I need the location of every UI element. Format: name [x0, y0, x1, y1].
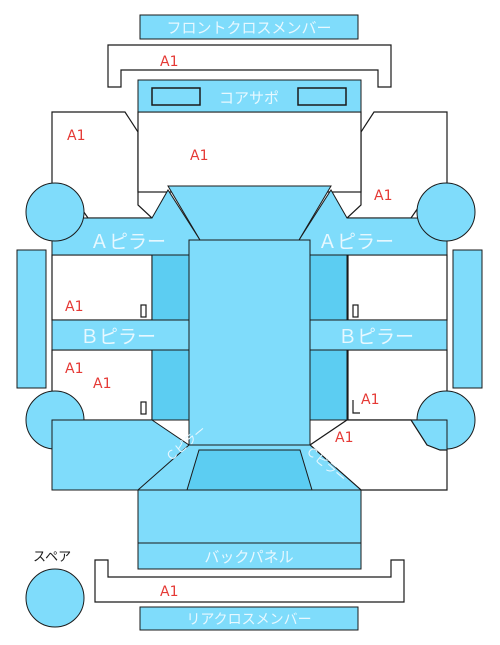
- right-side-rail[interactable]: [452, 249, 483, 389]
- back-panel-label: バックパネル: [204, 548, 293, 566]
- spare-label: スペア: [33, 550, 71, 565]
- spare-tire[interactable]: [25, 568, 85, 628]
- left-front-marker: [140, 304, 147, 318]
- left-front-wheel[interactable]: [25, 182, 85, 242]
- front-cross-member-label: フロントクロスメンバー: [166, 19, 331, 37]
- mark-left-side-lower-1: A1: [65, 361, 83, 377]
- rear-cross-member-bracket[interactable]: [94, 559, 405, 603]
- mark-hood-area: A1: [190, 148, 208, 164]
- core-support-panel[interactable]: [137, 79, 362, 113]
- core-support-right-headlight: [297, 87, 347, 106]
- mark-left-side-lower-2: A1: [93, 376, 111, 392]
- b-pillar-right-panel[interactable]: [309, 319, 448, 351]
- core-support-left-headlight: [151, 87, 201, 106]
- front-cross-member-bracket[interactable]: [107, 44, 392, 88]
- back-panel[interactable]: [137, 542, 362, 570]
- rear-cross-member-label: リアクロスメンバー: [186, 612, 311, 628]
- mark-rear-cross-member: A1: [160, 584, 178, 600]
- left-inner-sill-rear[interactable]: [151, 349, 190, 421]
- mark-right-rear: A1: [335, 430, 353, 446]
- rear-window-panel[interactable]: [186, 449, 313, 491]
- right-front-door-area[interactable]: [347, 254, 448, 321]
- mark-front-right-inner: A1: [374, 188, 392, 204]
- a-pillar-left-label: Ａピラー: [90, 231, 166, 253]
- a-pillar-right-label: Ａピラー: [318, 231, 394, 253]
- mark-right-side-lower: A1: [361, 392, 379, 408]
- right-rear-marker: [352, 400, 360, 414]
- hood-area-panel[interactable]: [137, 111, 362, 193]
- rear-right-area[interactable]: [309, 419, 448, 491]
- left-rear-marker: [140, 401, 147, 415]
- b-pillar-right-label: Ｂピラー: [338, 326, 414, 348]
- b-pillar-left-panel[interactable]: [51, 319, 190, 351]
- left-inner-sill-front[interactable]: [151, 254, 190, 321]
- b-pillar-left-label: Ｂピラー: [80, 326, 156, 348]
- core-support-label: コアサポ: [219, 89, 279, 107]
- rear-cross-member-panel[interactable]: [139, 606, 359, 631]
- right-inner-sill-front[interactable]: [309, 254, 348, 321]
- trunk-panel[interactable]: [137, 489, 362, 544]
- right-front-wheel[interactable]: [416, 182, 476, 242]
- right-inner-sill-rear[interactable]: [309, 349, 348, 421]
- right-front-marker: [352, 304, 359, 318]
- roof-panel[interactable]: [188, 239, 311, 446]
- front-cross-member-panel[interactable]: [139, 14, 359, 40]
- left-side-rail[interactable]: [16, 249, 47, 389]
- mark-front-cross-member: A1: [160, 54, 178, 70]
- mark-left-side-upper: A1: [65, 299, 83, 315]
- mark-front-left-inner: A1: [67, 128, 85, 144]
